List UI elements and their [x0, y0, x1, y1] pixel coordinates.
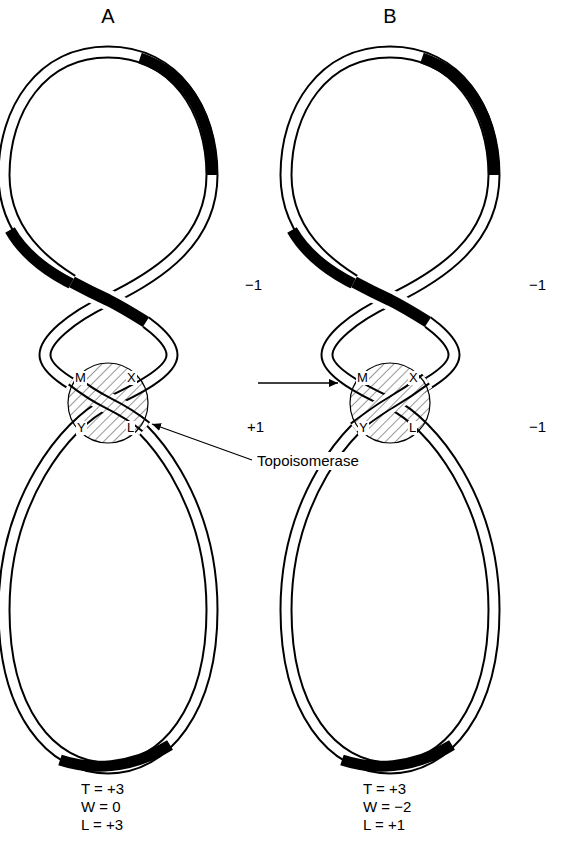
strand-letter: M — [356, 371, 369, 385]
strand-letter: L — [408, 421, 417, 435]
panel-letter: A — [100, 4, 115, 28]
linking-value: L = +1 — [362, 816, 406, 834]
ribbon-a — [4, 52, 212, 768]
panel-letter: B — [382, 4, 397, 28]
topoisomerase-circle: M X Y L — [68, 363, 148, 443]
twist-value: T = +3 — [362, 780, 407, 798]
writhe-value: W = −2 — [362, 798, 412, 816]
topoisomerase-circle: M X Y L — [350, 363, 430, 443]
strand-letter: L — [126, 421, 135, 435]
crossing-sign: −1 — [528, 276, 547, 294]
twist-value: T = +3 — [80, 780, 125, 798]
ribbon-b — [286, 52, 494, 768]
strand-letter: Y — [76, 421, 87, 435]
crossing-sign: −1 — [244, 276, 263, 294]
transform-arrow — [258, 382, 338, 384]
writhe-value: W = 0 — [80, 798, 122, 816]
crossing-sign: +1 — [246, 418, 265, 436]
crossing-sign: −1 — [528, 418, 547, 436]
strand-letter: X — [408, 371, 419, 385]
strand-letter: X — [126, 371, 137, 385]
strand-letter: M — [74, 371, 87, 385]
enzyme-label: Topoisomerase — [256, 452, 360, 470]
strand-letter: Y — [358, 421, 369, 435]
leader-line — [152, 424, 252, 460]
linking-value: L = +3 — [80, 816, 124, 834]
